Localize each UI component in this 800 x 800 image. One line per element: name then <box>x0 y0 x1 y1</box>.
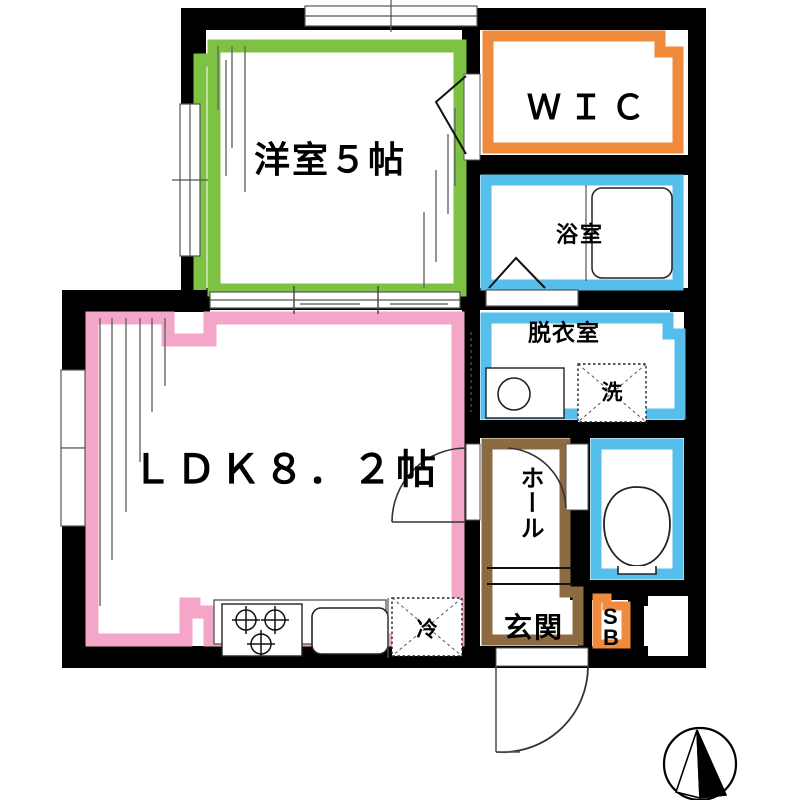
washer-fixture <box>577 363 647 423</box>
ldk-hall-swing-door[interactable] <box>391 443 481 523</box>
ldk-outline <box>85 311 465 647</box>
bedroom-ldk-sliding-door[interactable] <box>209 286 461 314</box>
hall-genkan-outline <box>481 438 584 646</box>
refrigerator-fixture <box>391 597 463 657</box>
windows <box>60 0 579 527</box>
vanity-fixture <box>485 367 565 419</box>
entrance-swing-door[interactable] <box>495 647 589 754</box>
kitchen-counter <box>213 598 389 658</box>
bath-folding-door[interactable] <box>488 256 546 289</box>
wic-folding-door[interactable] <box>434 73 481 161</box>
bathtub-fixture <box>585 185 673 281</box>
shoebox-outline <box>592 593 631 649</box>
north-arrow-compass <box>662 726 738 800</box>
entrance-step-line <box>487 567 572 585</box>
bath-outline <box>480 174 684 291</box>
toilet-fixture <box>603 486 671 575</box>
drape-lines <box>99 46 456 606</box>
wic-outline <box>482 30 684 154</box>
hall-toilet-swing-door[interactable] <box>507 443 589 511</box>
room-interiors <box>86 30 688 656</box>
